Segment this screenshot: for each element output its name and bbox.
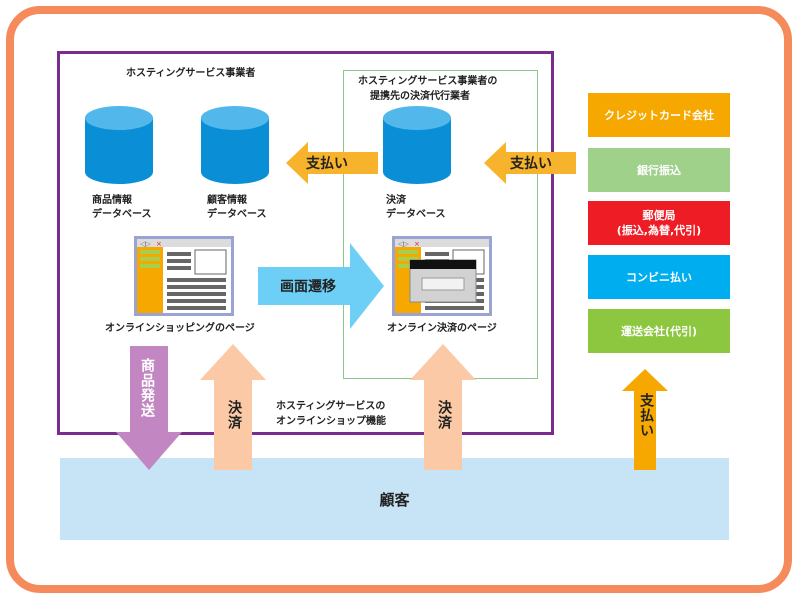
online-shop-feature-line2: オンラインショップ機能	[276, 416, 386, 427]
shopping-page-label: オンラインショッピングのページ	[105, 323, 255, 334]
payment-page-window-icon: ◁▷ ×	[392, 236, 492, 316]
shopping-page-window-icon: ◁▷ ×	[134, 236, 234, 316]
hosting-provider-box	[57, 51, 554, 435]
payment-method-box: 運送会社(代引)	[588, 309, 730, 353]
payment-agent-label-line1: ホスティングサービス事業者の	[358, 76, 498, 87]
customer-db-label-line2: データベース	[207, 209, 267, 220]
payment-method-box: 銀行振込	[588, 148, 730, 192]
svg-text:×: ×	[414, 240, 420, 248]
svg-text:×: ×	[156, 240, 162, 248]
payment-method-box: コンビニ払い	[588, 255, 730, 299]
payment-method-label: 運送会社(代引)	[620, 324, 698, 338]
customer-label: 顧客	[379, 490, 410, 509]
payment-method-label: クレジットカード会社	[604, 108, 714, 122]
settlement-arrow-left-label: 決済	[226, 400, 242, 430]
product-db-label-line2: データベース	[92, 209, 152, 220]
shipping-arrow-label: 商品発送	[139, 358, 155, 418]
payment-arrow-left-label: 支払い	[306, 156, 348, 172]
customer-db-label-line1: 顧客情報	[207, 195, 247, 206]
payment-arrow-left	[286, 142, 378, 184]
payment-arrow-right	[484, 142, 576, 184]
settlement-arrow-right-label: 決済	[436, 400, 452, 430]
product-db-label-line1: 商品情報	[92, 195, 132, 206]
settlement-arrow-left	[200, 344, 266, 470]
settlement-arrow-right	[410, 344, 476, 470]
payment-method-box: クレジットカード会社	[588, 93, 730, 137]
payment-database-icon	[383, 106, 451, 184]
payment-agent-label-line2: 提携先の決済代行業者	[370, 91, 470, 102]
payment-method-box: 郵便局 (振込,為替,代引)	[588, 201, 730, 245]
hosting-provider-label: ホスティングサービス事業者	[126, 68, 256, 79]
payment-method-label: 銀行振込	[637, 163, 681, 177]
payment-db-label-line2: データベース	[386, 209, 446, 220]
svg-text:◁▷: ◁▷	[398, 240, 409, 248]
payment-arrow-right-label: 支払い	[510, 156, 552, 172]
customer-bar: 顧客	[60, 458, 729, 540]
screen-transition-arrow	[258, 243, 384, 329]
payment-up-arrow	[622, 369, 668, 470]
payment-method-label: 郵便局 (振込,為替,代引)	[616, 209, 702, 237]
online-shop-feature-line1: ホスティングサービスの	[276, 401, 386, 412]
product-database-icon	[85, 106, 153, 184]
customer-database-icon	[201, 106, 269, 184]
shipping-arrow	[116, 346, 182, 470]
screen-transition-label: 画面遷移	[280, 279, 336, 295]
payment-method-label: コンビニ払い	[626, 270, 692, 284]
payment-db-label-line1: 決済	[386, 195, 406, 206]
svg-text:◁▷: ◁▷	[140, 240, 151, 248]
payment-page-label: オンライン決済のページ	[387, 323, 497, 334]
payment-up-arrow-label: 支払い	[638, 393, 654, 438]
